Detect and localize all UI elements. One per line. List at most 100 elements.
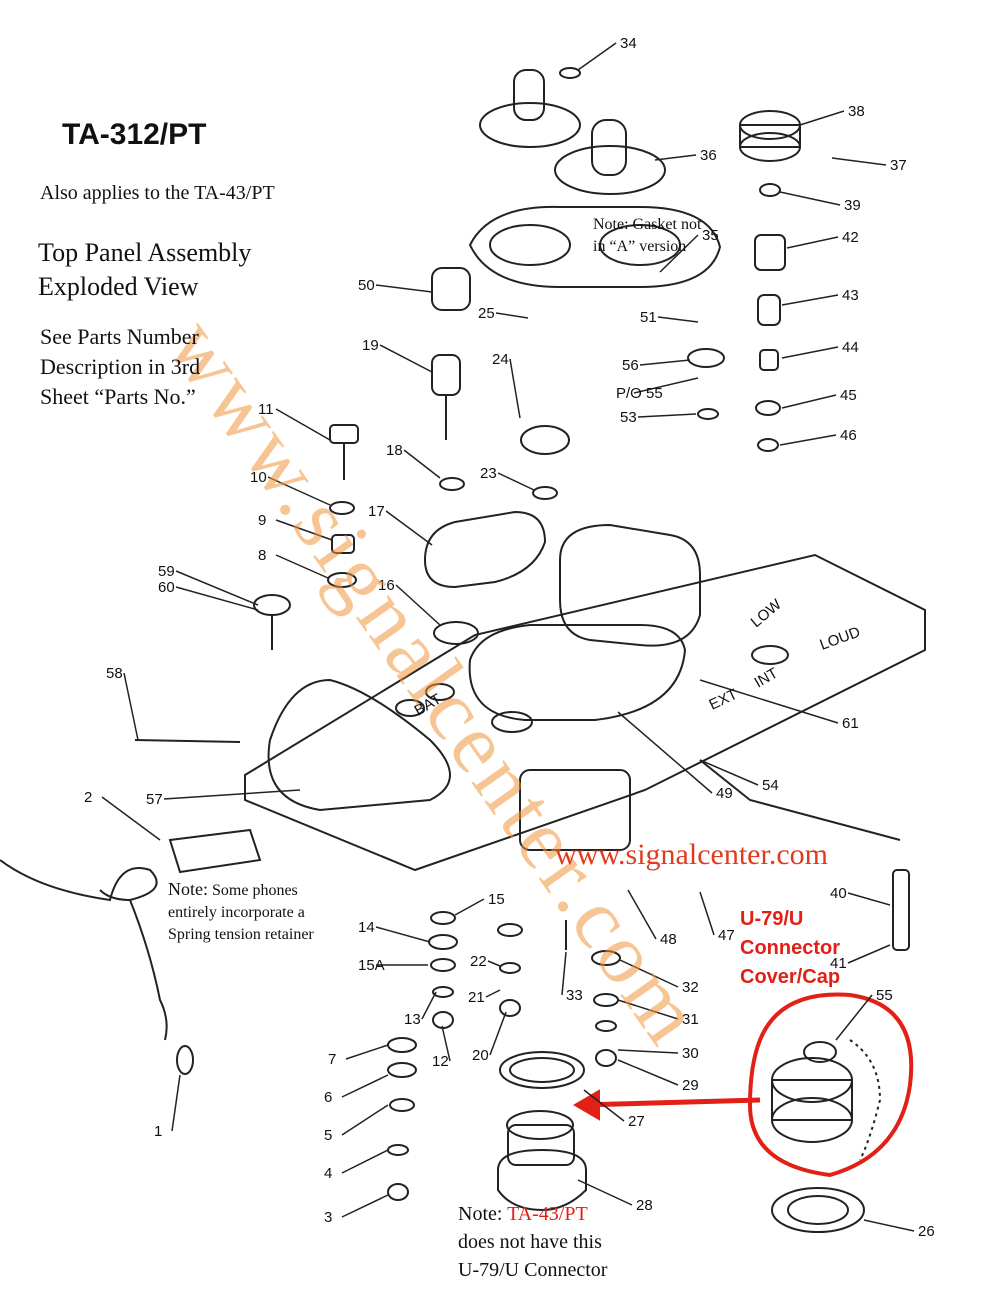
- leader-line: [617, 999, 679, 1020]
- leader-line: [485, 989, 501, 998]
- connector-label-line-1: U-79/U: [740, 908, 804, 930]
- gasket-note-line-1: Note: Gasket not: [593, 216, 702, 233]
- part-number-label: 41: [830, 955, 847, 972]
- leader-line: [699, 759, 759, 786]
- part-number-label: 47: [718, 927, 735, 944]
- part-number-label: 24: [492, 351, 509, 368]
- applies-note: Also applies to the TA-43/PT: [40, 182, 275, 204]
- leader-line: [781, 346, 839, 359]
- part-number-label: 43: [842, 287, 859, 304]
- panel-marking-label: INT: [752, 665, 781, 692]
- leader-line: [403, 449, 441, 479]
- leader-line: [175, 586, 259, 611]
- leader-line: [657, 316, 699, 323]
- leader-line: [617, 711, 713, 794]
- part-number-label: 8: [258, 547, 266, 564]
- leader-line: [441, 1025, 451, 1062]
- part-number-label: 46: [840, 427, 857, 444]
- leader-line: [454, 898, 485, 916]
- part-number-label: 53: [620, 409, 637, 426]
- heading-line-1: Top Panel Assembly: [38, 238, 252, 267]
- leader-line: [345, 1044, 389, 1060]
- part-number-label: 60: [158, 579, 175, 596]
- bottom-note-model: TA-43/PT: [507, 1203, 588, 1225]
- gasket-note-line-2: in “A” version: [593, 238, 687, 255]
- diagram-line-art: [0, 67, 926, 1233]
- leader-line: [489, 1011, 507, 1056]
- part-number-label: 12: [432, 1053, 449, 1070]
- part-number-label: 39: [844, 197, 861, 214]
- leader-line: [659, 234, 699, 273]
- leader-line: [341, 1104, 389, 1136]
- leader-line: [509, 358, 521, 419]
- part-number-label: 9: [258, 512, 266, 529]
- part-number-label: P/O 55: [616, 385, 663, 402]
- part-number-label: 20: [472, 1047, 489, 1064]
- leader-line: [577, 42, 617, 71]
- part-number-label: 45: [840, 387, 857, 404]
- leader-line: [171, 1074, 181, 1132]
- part-number-label: 34: [620, 35, 637, 52]
- part-number-label: 11: [258, 401, 274, 418]
- part-number-label: 18: [386, 442, 403, 459]
- part-number-label: 38: [848, 103, 865, 120]
- part-number-label: 7: [328, 1051, 336, 1068]
- leader-line: [627, 889, 657, 940]
- part-number-label: 23: [480, 465, 497, 482]
- bottom-note-line-3: U-79/U Connector: [458, 1259, 608, 1281]
- part-number-label: 50: [358, 277, 375, 294]
- part-number-label: 30: [682, 1045, 699, 1062]
- panel-marking-label: LOUD: [818, 623, 863, 653]
- heading-line-2: Exploded View: [38, 272, 199, 301]
- part-number-label: 36: [700, 147, 717, 164]
- part-number-label: 37: [890, 157, 907, 174]
- leader-line: [863, 1219, 915, 1232]
- leader-line: [495, 312, 529, 319]
- spring-note-line-1: Some phones: [212, 882, 298, 899]
- part-number-label: 14: [358, 919, 375, 936]
- part-number-label: 44: [842, 339, 859, 356]
- see-parts-line-2: Description in 3rd: [40, 354, 201, 379]
- part-number-label: 59: [158, 563, 175, 580]
- leader-line: [633, 377, 699, 394]
- leader-line: [341, 1149, 389, 1174]
- leader-line: [637, 413, 697, 418]
- part-number-label: 15A: [358, 957, 385, 974]
- part-number-label: 55: [876, 987, 893, 1004]
- part-number-label: 58: [106, 665, 123, 682]
- part-number-label: 42: [842, 229, 859, 246]
- leader-line: [617, 1049, 679, 1054]
- leader-line: [421, 991, 437, 1020]
- part-number-label: 56: [622, 357, 639, 374]
- leader-line: [341, 1074, 389, 1098]
- leader-line: [267, 476, 331, 506]
- part-number-label: 4: [324, 1165, 332, 1182]
- panel-marking-label: LOW: [748, 596, 786, 632]
- leader-line: [163, 789, 301, 800]
- part-number-label: 29: [682, 1077, 699, 1094]
- part-number-label: 15: [488, 891, 505, 908]
- leader-line: [779, 434, 837, 446]
- part-number-label: 3: [324, 1209, 332, 1226]
- leader-line: [781, 394, 837, 409]
- leader-line: [781, 294, 839, 306]
- see-parts-line-3: Sheet “Parts No.”: [40, 384, 196, 409]
- leader-line: [375, 284, 433, 293]
- part-number-label: 26: [918, 1223, 935, 1240]
- leader-line: [831, 157, 887, 166]
- connector-label-line-3: Cover/Cap: [740, 966, 841, 988]
- part-number-label: 21: [468, 989, 485, 1006]
- panel-marking-label: EXT: [707, 686, 741, 714]
- leader-line: [275, 408, 331, 441]
- leader-line: [341, 1194, 389, 1218]
- part-number-label: 32: [682, 979, 699, 996]
- leader-line: [699, 891, 715, 936]
- leader-line: [385, 510, 433, 546]
- leader-line: [379, 344, 433, 373]
- part-number-label: 5: [324, 1127, 332, 1144]
- part-number-label: 48: [660, 931, 677, 948]
- part-number-label: 49: [716, 785, 733, 802]
- part-number-label: 10: [250, 469, 267, 486]
- part-number-label: 16: [378, 577, 395, 594]
